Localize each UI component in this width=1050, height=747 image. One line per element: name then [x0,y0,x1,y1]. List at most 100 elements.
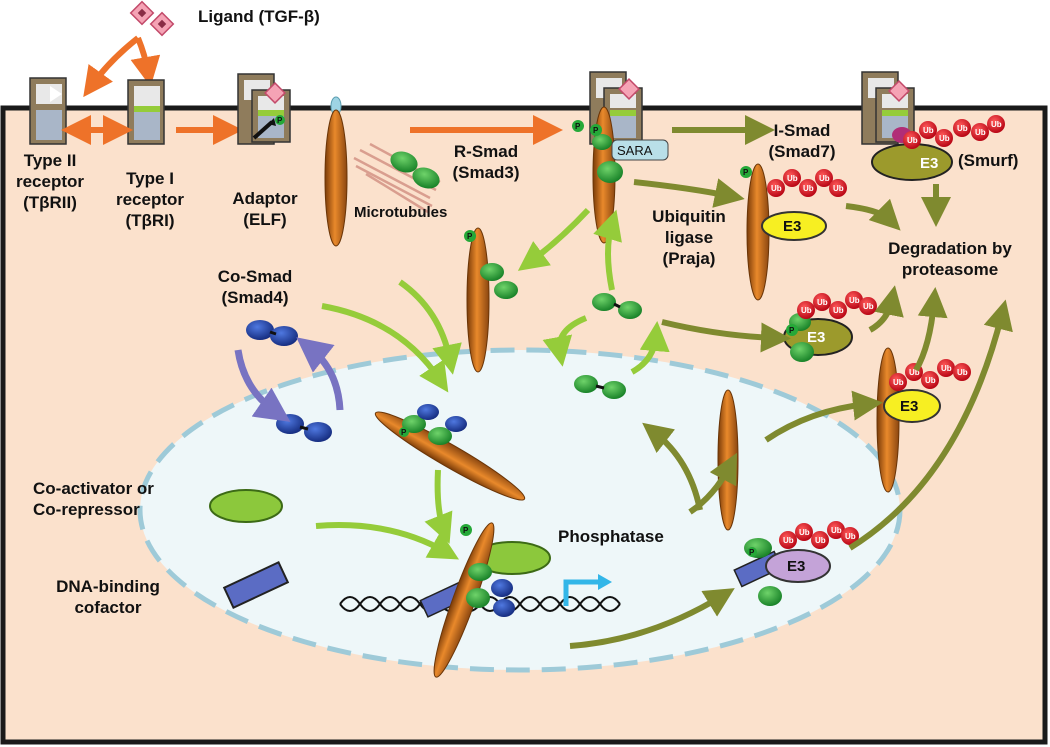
e3-middle-to-degradation-arrow [868,285,904,333]
ub-label: Ub [957,368,968,377]
ub-label: Ub [991,120,1002,129]
ismad-label: I-Smad (Smad7) [762,120,842,162]
microtubule-smad-complex-icon: P [464,227,518,373]
ub-label: Ub [815,536,826,545]
ub-label: Ub [907,136,918,145]
praja-to-degradation-arrow [845,198,901,231]
e3-right-to-degradation-arrow [913,287,948,372]
ub-label: Ub [893,378,904,387]
ub-label: Ub [925,376,936,385]
ub-label: Ub [831,526,842,535]
microtubules-label: Microtubules [354,204,448,221]
phospho-label: P [277,116,283,125]
ub-label: Ub [941,364,952,373]
ub-label: Ub [849,296,860,305]
phospho-label: P [743,168,749,177]
degradation-label: Degradation by proteasome [860,238,1040,280]
dnabinding-line2: cofactor [74,598,142,617]
ligand-arrow-left [83,35,140,98]
cosmad-to-nucleus-arrow [321,303,449,393]
type1-receptor-label: Type I receptor (TβRI) [102,168,198,231]
degradation-line1: Degradation by [888,239,1012,258]
sara-to-praja-arrow [633,178,745,208]
sara-to-microtubule-arrow [517,207,591,271]
ub-label: Ub [817,298,828,307]
transcription-complex-icon: P [419,522,551,678]
phosphatase-right-arrow [688,452,738,515]
transcription-arrowhead [598,574,612,590]
ligand-label: Ligand (TGF-β) [198,7,320,26]
smad-to-e3-arrow [661,319,791,353]
phospho-label: P [575,122,581,131]
degradation-line2: proteasome [901,260,999,279]
activated-receptor-complex-icon: P [237,73,291,145]
nuclear-smad-complex-icon: P [374,404,526,501]
nuclear-complex-down-arrow [424,469,453,544]
ligand-icon [129,0,175,37]
middle-e3-label: E3 [807,329,825,346]
dna-binding-label: DNA-binding cofactor [48,576,168,618]
ub-label: Ub [957,124,968,133]
phospho-label: P [749,548,755,557]
ub-label: Ub [799,528,810,537]
smad4-nucleus-icon [276,414,332,442]
ub-label: Ub [833,184,844,193]
ub-label: Ub [863,302,874,311]
type2-line1: Type II [23,151,77,170]
type1-line3: (TβRI) [125,211,175,230]
phosphatase-up-arrow [642,422,703,511]
type2-line3: (TβRII) [23,193,77,212]
adaptor-label: Adaptor (ELF) [210,188,320,230]
smad4-cytoplasm-icon [246,320,298,346]
coactivator-line2: Co-repressor [33,500,140,519]
ub-label: Ub [787,174,798,183]
ub-label: Ub [801,306,812,315]
nuclear-e3-label: E3 [787,558,805,575]
nuclear-e3-to-degradation-arrow [848,299,1013,551]
praja-e3-complex-icon: P [740,163,827,301]
dnabinding-line1: DNA-binding [56,577,160,596]
smad4-import-arrow [234,349,291,422]
phospho-label: P [593,126,599,135]
rsmad-icon [390,151,440,189]
type1-receptor-icon [127,79,165,145]
cosmad-line2: (Smad4) [221,288,289,307]
transcription-start-arrow [563,579,600,606]
phosphatase-microtubule-icon [717,389,739,531]
rsmad-label: R-Smad (Smad3) [436,141,536,183]
ub-label: Ub [819,174,830,183]
ub-label: Ub [833,306,844,315]
ubiquitin-line3: (Praja) [662,249,716,268]
smad4-export-arrow [296,337,344,411]
phospho-label: P [463,526,469,535]
smurf-label: (Smurf) [958,151,1019,170]
smad-dimer-lower-icon [574,375,626,399]
cosmad-line1: Co-Smad [217,267,293,286]
nuclear-e3-complex-icon: P [733,538,831,606]
smad-export-arrow [630,321,670,375]
rsmad-line1: R-Smad [453,142,519,161]
coactivator-to-complex-arrow [315,522,460,560]
phosphatase-label: Phosphatase [558,527,664,546]
type2-receptor-icon [29,77,67,145]
ub-label: Ub [923,126,934,135]
microtubule-to-nucleus-arrow [398,279,462,375]
dna-to-nuclear-e3-arrow [569,588,735,649]
adaptor-line2: (ELF) [243,210,287,229]
ub-label: Ub [939,134,950,143]
type2-line2: receptor [15,172,85,191]
smad-dimer-upper-icon [592,293,642,319]
phospho-label: P [789,326,795,335]
praja-e3-label: E3 [783,218,801,235]
coactivator-label: Co-activator or Co-repressor [33,478,154,520]
rsmad-line2: (Smad3) [452,163,520,182]
adaptor-line1: Adaptor [232,189,298,208]
coactivator-line1: Co-activator or [33,479,154,498]
ub-label: Ub [975,128,986,137]
type2-receptor-label: Type II receptor (TβRII) [0,150,100,213]
ubiquitin-line2: ligase [664,228,714,247]
ub-label: Ub [803,184,814,193]
